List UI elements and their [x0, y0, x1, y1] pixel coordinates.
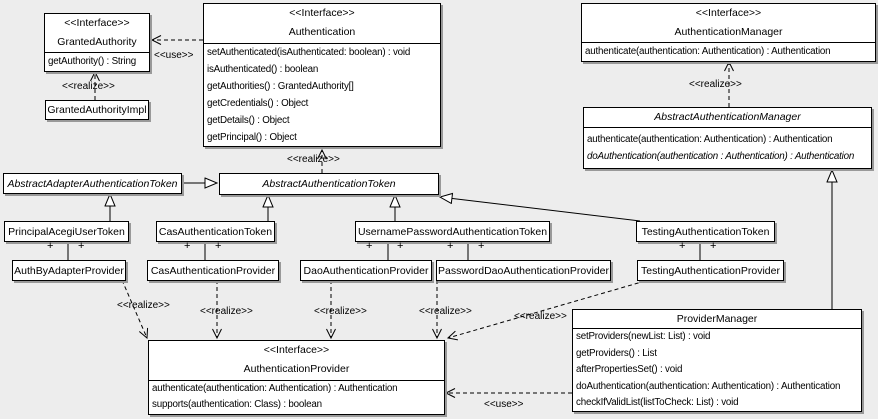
class-granted-authority-impl[interactable]: GrantedAuthorityImpl	[45, 100, 149, 120]
realize-label: <<realize>>	[514, 311, 567, 322]
class-name: AuthenticationManager	[674, 26, 783, 38]
class-name: DaoAuthenticationProvider	[303, 264, 429, 277]
method: authenticate(authentication: Authenticat…	[587, 134, 833, 145]
stereotype-label: <<Interface>>	[263, 344, 330, 356]
method: getCredentials() : Object	[207, 98, 309, 109]
role-plus: +	[679, 240, 686, 252]
class-testing-authentication-token[interactable]: TestingAuthenticationToken	[636, 221, 775, 242]
class-name: AbstractAuthenticationToken	[262, 178, 396, 190]
class-authentication[interactable]: <<Interface>> Authentication setAuthenti…	[203, 3, 441, 147]
method: doAuthentication(authentication : Authen…	[587, 151, 855, 162]
class-name: GrantedAuthority	[57, 36, 137, 48]
method: checkIfValidList(listToCheck: List) : vo…	[576, 397, 739, 408]
method: getAuthority() : String	[48, 56, 136, 67]
class-name: GrantedAuthorityImpl	[47, 104, 147, 116]
class-name: PrincipalAcegiUserToken	[8, 225, 125, 238]
use-label: <<use>>	[154, 50, 194, 61]
class-name: CasAuthenticationProvider	[150, 264, 276, 277]
class-name: CasAuthenticationToken	[158, 225, 273, 238]
class-username-password-authentication-token[interactable]: UsernamePasswordAuthenticationToken	[355, 221, 550, 242]
class-granted-authority[interactable]: <<Interface>> GrantedAuthority getAuthor…	[44, 13, 150, 72]
realize-label: <<realize>>	[314, 306, 367, 317]
stereotype-label: <<Interface>>	[64, 17, 130, 29]
method: getProviders() : List	[576, 347, 657, 359]
class-name: TestingAuthenticationToken	[641, 225, 770, 238]
class-cas-authentication-provider[interactable]: CasAuthenticationProvider	[147, 260, 279, 281]
class-name: AuthenticationProvider	[243, 363, 350, 375]
method: authenticate(authentication: Authenticat…	[585, 46, 831, 57]
realize-label: <<realize>>	[117, 300, 170, 311]
stereotype-label: <<Interface>>	[695, 7, 762, 19]
class-auth-by-adapter-provider[interactable]: AuthByAdapterProvider	[12, 260, 126, 281]
class-authentication-provider[interactable]: <<Interface>> AuthenticationProvider aut…	[148, 340, 445, 415]
use-label: <<use>>	[484, 399, 524, 410]
method: isAuthenticated() : boolean	[207, 64, 319, 75]
class-name: AuthByAdapterProvider	[14, 264, 124, 277]
method: afterPropertiesSet() : void	[576, 364, 683, 375]
method: setProviders(newList: List) : void	[576, 331, 711, 342]
class-name: TestingAuthenticationProvider	[641, 264, 780, 277]
role-plus: +	[710, 240, 717, 252]
realize-label: <<realize>>	[689, 79, 742, 90]
role-plus: +	[478, 240, 485, 252]
class-name: PasswordDaoAuthenticationProvider	[437, 264, 609, 277]
method: doAuthentication(authentication: Authent…	[576, 380, 841, 392]
class-abstract-authentication-manager[interactable]: AbstractAuthenticationManager authentica…	[583, 107, 872, 169]
class-name: Authentication	[288, 26, 356, 38]
class-password-dao-authentication-provider[interactable]: PasswordDaoAuthenticationProvider	[436, 260, 611, 281]
role-plus: +	[397, 240, 404, 252]
class-cas-authentication-token[interactable]: CasAuthenticationToken	[156, 221, 275, 242]
role-plus: +	[215, 240, 222, 252]
role-plus: +	[47, 240, 54, 252]
class-abstract-adapter-authentication-token[interactable]: AbstractAdapterAuthenticationToken	[3, 173, 182, 194]
method: getPrincipal() : Object	[207, 132, 297, 143]
role-plus: +	[447, 240, 454, 252]
realize-label: <<realize>>	[200, 306, 253, 317]
method: getDetails() : Object	[207, 115, 290, 126]
class-abstract-authentication-token[interactable]: AbstractAuthenticationToken	[219, 173, 439, 195]
role-plus: +	[78, 240, 85, 252]
method: setAuthenticated(isAuthenticated: boolea…	[207, 47, 411, 58]
class-authentication-manager[interactable]: <<Interface>> AuthenticationManager auth…	[581, 3, 876, 62]
method: getAuthorities() : GrantedAuthority[]	[207, 81, 354, 92]
class-name: AbstractAuthenticationManager	[654, 111, 801, 123]
role-plus: +	[366, 240, 373, 252]
class-provider-manager[interactable]: ProviderManager setProviders(newList: Li…	[572, 309, 862, 412]
realize-label: <<realize>>	[62, 81, 115, 92]
class-name: AbstractAdapterAuthenticationToken	[7, 177, 178, 190]
realize-label: <<realize>>	[419, 306, 472, 317]
class-principal-acegi-user-token[interactable]: PrincipalAcegiUserToken	[4, 221, 129, 242]
class-name: ProviderManager	[676, 313, 758, 325]
role-plus: +	[184, 240, 191, 252]
class-name: UsernamePasswordAuthenticationToken	[357, 225, 548, 238]
realize-label: <<realize>>	[287, 154, 340, 165]
class-dao-authentication-provider[interactable]: DaoAuthenticationProvider	[300, 260, 432, 281]
method: supports(authentication: Class) : boolea…	[152, 399, 322, 410]
method: authenticate(authentication: Authenticat…	[152, 383, 398, 394]
stereotype-label: <<Interface>>	[289, 7, 355, 19]
class-testing-authentication-provider[interactable]: TestingAuthenticationProvider	[637, 260, 784, 281]
